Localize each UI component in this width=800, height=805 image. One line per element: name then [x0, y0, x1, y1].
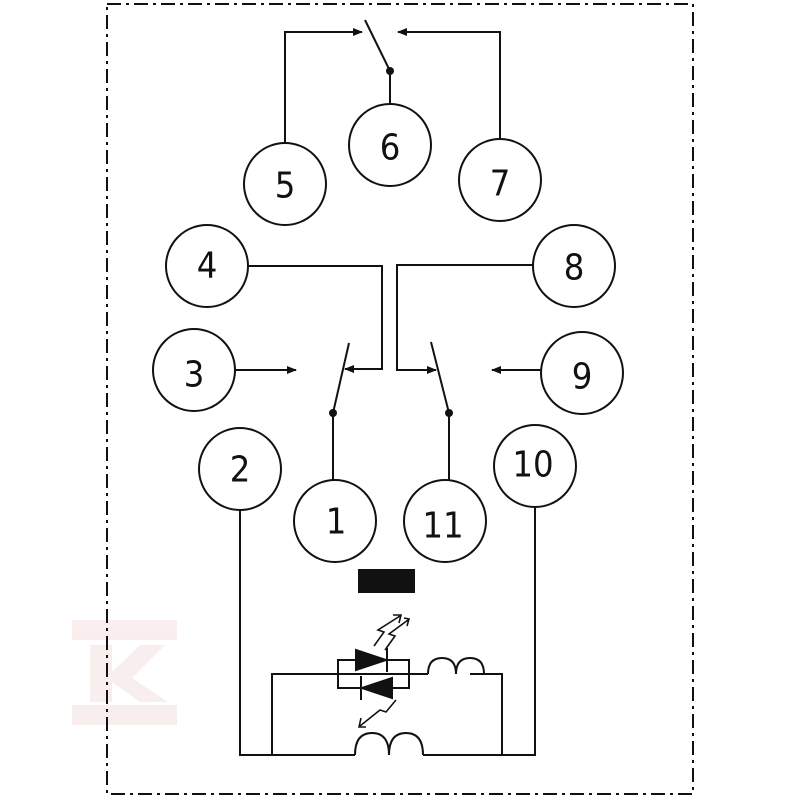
pin-10	[493, 424, 577, 508]
wire-7-no	[397, 28, 501, 138]
pin-9	[540, 331, 624, 415]
pins	[152, 103, 624, 563]
contact-group-left	[235, 265, 383, 482]
contact-group-right	[396, 264, 543, 482]
pin-2	[198, 427, 282, 511]
pin-label-5: 5	[275, 166, 296, 207]
pin-label-9: 9	[572, 357, 593, 398]
contact-group-top	[284, 19, 501, 143]
key-bar	[358, 569, 415, 593]
pin-label-3: 3	[184, 355, 205, 396]
pin-6	[348, 103, 432, 187]
switch-blade-6	[364, 19, 391, 72]
coil-circuit	[239, 508, 536, 756]
pin-5	[243, 142, 327, 226]
switch-blade-11	[430, 341, 450, 414]
switch-blade-1	[332, 342, 350, 414]
pin-7	[458, 138, 542, 222]
pin-label-8: 8	[564, 248, 585, 289]
light-arrows	[358, 614, 411, 728]
pin-3	[152, 328, 236, 412]
pin-label-10: 10	[512, 445, 553, 486]
wire-10	[423, 508, 536, 756]
pin-label-2: 2	[230, 450, 251, 491]
wire-5-nc	[284, 28, 363, 143]
enclosure-border	[106, 3, 694, 795]
pin-label-11: 11	[422, 506, 463, 547]
led-pair	[355, 648, 393, 700]
pivot-dot-1	[329, 409, 337, 417]
pin-11	[403, 479, 487, 563]
pin-8	[532, 224, 616, 308]
pivot-dot-6	[386, 67, 394, 75]
wire-4	[247, 265, 383, 373]
pin-label-6: 6	[380, 128, 401, 169]
led-bottom	[358, 676, 393, 700]
indicator-branch-left	[271, 673, 338, 755]
led-top	[355, 648, 390, 672]
pivot-dot-11	[445, 409, 453, 417]
pin-label-1: 1	[326, 502, 347, 543]
pin-labels: 5 6 7 4 8 3 9 2 10 1 11	[184, 128, 593, 547]
wire-8	[396, 264, 533, 374]
pin-1	[293, 479, 377, 563]
choke-inductor	[427, 656, 485, 675]
pin-label-7: 7	[490, 164, 511, 205]
coil-inductor	[354, 731, 424, 756]
watermark-logo	[72, 620, 177, 725]
pin-label-4: 4	[197, 246, 218, 287]
indicator-branch-right	[470, 673, 503, 755]
wire-2	[239, 510, 355, 756]
pin-4	[165, 224, 249, 308]
